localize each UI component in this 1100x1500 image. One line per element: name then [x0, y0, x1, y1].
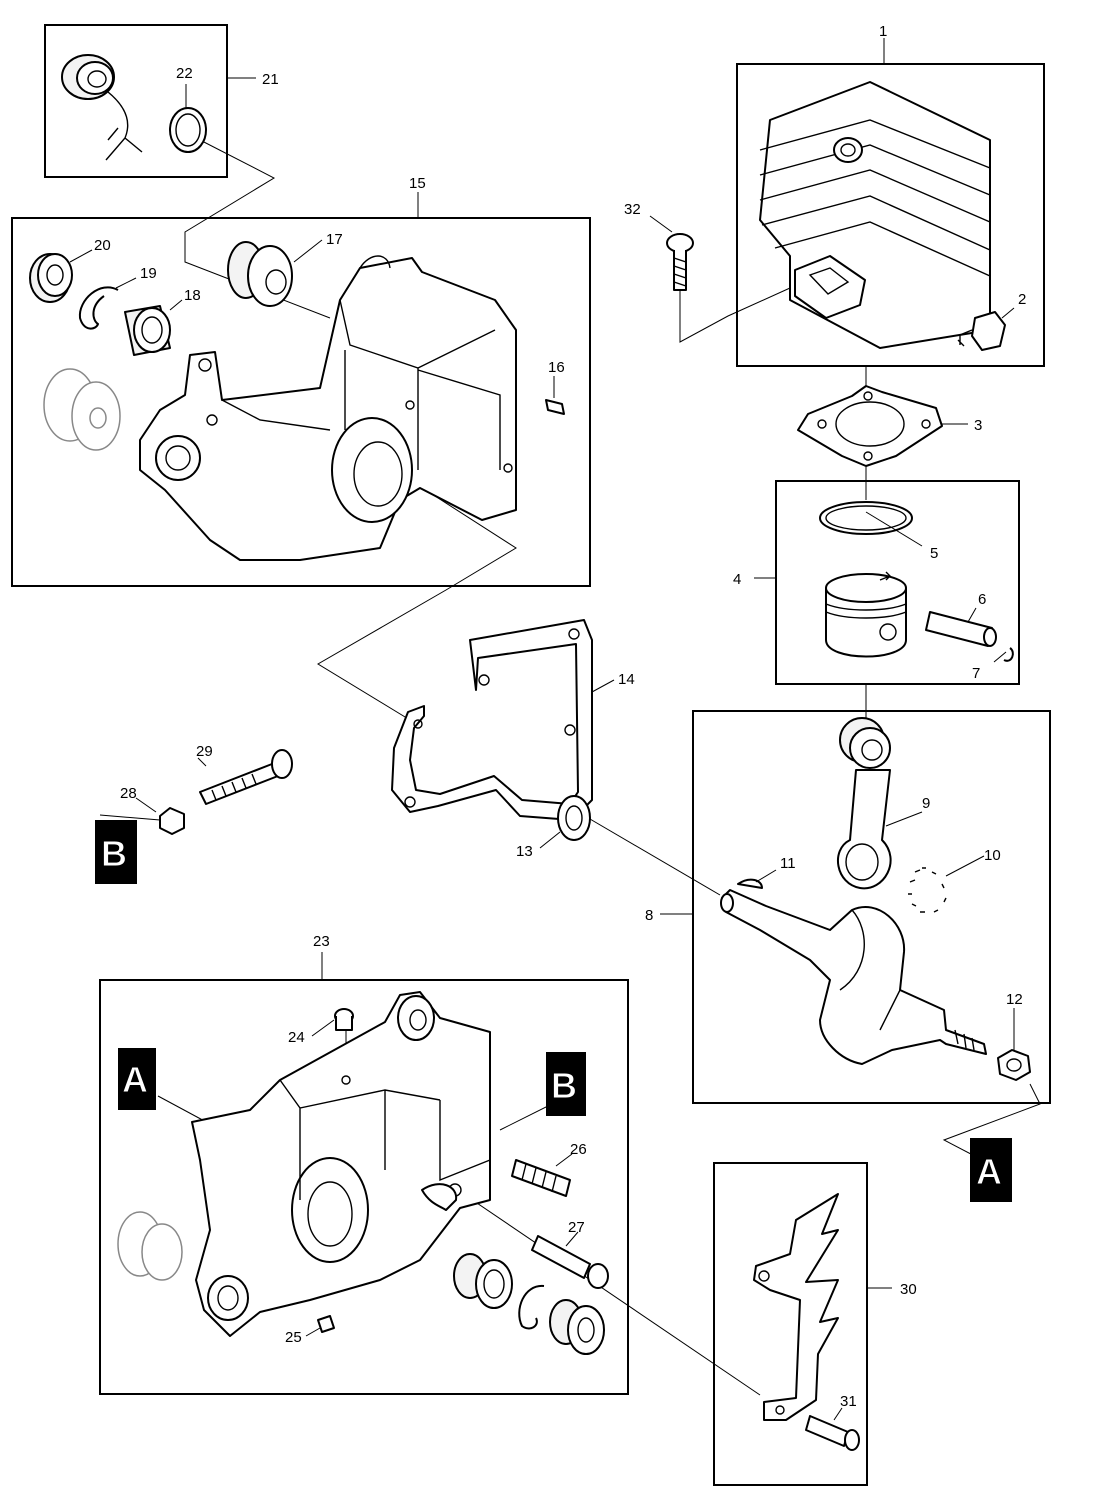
decompression-valve-2 [957, 311, 1006, 351]
callout-5: 5 [930, 545, 938, 562]
cylinder-gasket-3 [797, 385, 943, 467]
callout-6: 6 [978, 591, 986, 608]
callout-3: 3 [974, 417, 982, 434]
group-box-8 [692, 710, 1051, 1104]
damper-ghost-23 [117, 1211, 183, 1281]
oil-seal-20 [29, 253, 73, 303]
needle-cage-top [839, 717, 891, 769]
bolt-32 [666, 233, 694, 291]
callout-27: 27 [568, 1219, 585, 1236]
callout-17: 17 [326, 231, 343, 248]
circlip-7 [1003, 647, 1014, 662]
screw-29 [199, 749, 293, 805]
snap-ring-19 [78, 286, 119, 330]
piston-pin-6 [925, 611, 997, 647]
group-box-15 [11, 217, 591, 587]
bolt-24 [334, 1008, 354, 1031]
clip-23 [421, 1183, 458, 1211]
callout-2: 2 [1018, 291, 1026, 308]
callout-20: 20 [94, 237, 111, 254]
group-box-23 [99, 979, 629, 1395]
callout-21: 21 [262, 71, 279, 88]
callout-7: 7 [972, 665, 980, 682]
callout-26: 26 [570, 1141, 587, 1158]
marker-a-crankcase-label: A [122, 1059, 148, 1100]
group-box-30 [713, 1162, 868, 1486]
screw-31 [805, 1415, 860, 1451]
callout-8: 8 [645, 907, 653, 924]
callout-12: 12 [1006, 991, 1023, 1008]
callout-14: 14 [618, 671, 635, 688]
callout-16: 16 [548, 359, 565, 376]
chain-catcher-30 [753, 1193, 839, 1421]
needle-bearing-18 [124, 305, 171, 356]
callout-labels: 1 2 3 4 5 6 7 8 9 10 11 12 13 14 15 16 1… [94, 23, 1026, 1410]
callout-24: 24 [288, 1029, 305, 1046]
marker-a-crankcase: A [118, 1048, 156, 1110]
callout-15: 15 [409, 175, 426, 192]
bolt-27 [531, 1235, 609, 1289]
callout-31: 31 [840, 1393, 857, 1410]
crankcase-15 [139, 255, 517, 561]
nut-28 [159, 807, 185, 835]
stud-26 [511, 1159, 571, 1197]
callout-9: 9 [922, 795, 930, 812]
oil-cap-part [61, 54, 143, 161]
crankcase-23 [191, 991, 491, 1337]
washer-13 [557, 795, 591, 841]
marker-b-left: B [95, 820, 137, 884]
callout-4: 4 [733, 571, 741, 588]
callout-25: 25 [285, 1329, 302, 1346]
marker-b-left-label: B [101, 833, 127, 874]
callout-19: 19 [140, 265, 157, 282]
callout-23: 23 [313, 933, 330, 950]
needle-bearing-10 [908, 867, 947, 913]
bearing-23-set [453, 1253, 605, 1355]
o-ring-22 [169, 107, 207, 153]
marker-a-right-label: A [976, 1151, 1002, 1192]
piston-ring-5 [819, 501, 913, 535]
marker-a-right: A [970, 1138, 1012, 1202]
callout-1: 1 [879, 23, 887, 40]
callout-10: 10 [984, 847, 1001, 864]
nut-12 [997, 1049, 1031, 1081]
marker-b-crankcase: B [546, 1052, 586, 1116]
callout-32: 32 [624, 201, 641, 218]
callout-13: 13 [516, 843, 533, 860]
damper-ghost [43, 368, 121, 451]
group-box-1 [736, 63, 1045, 367]
callout-11: 11 [780, 855, 796, 872]
group-box-4 [775, 480, 1020, 685]
group-box-21 [44, 24, 228, 178]
callout-leaders [69, 38, 1015, 1421]
cylinder-1 [759, 81, 991, 349]
dowel-pin-16 [545, 399, 565, 415]
crankshaft-8 [720, 889, 987, 1065]
marker-b-crankcase-label: B [551, 1065, 577, 1106]
crankcase-gasket-14 [391, 619, 593, 821]
callout-29: 29 [196, 743, 213, 760]
callout-30: 30 [900, 1281, 917, 1298]
callout-28: 28 [120, 785, 137, 802]
connecting-rod-9 [836, 769, 892, 890]
callout-18: 18 [184, 287, 201, 304]
dowel-pin-25 [317, 1315, 335, 1333]
piston-4 [825, 571, 907, 658]
callout-22: 22 [176, 65, 193, 82]
damper-17 [227, 241, 293, 307]
